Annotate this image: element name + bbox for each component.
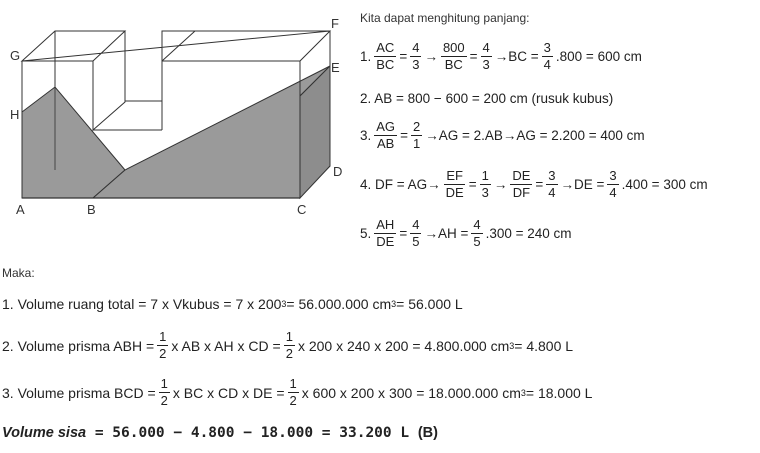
maka-label: Maka:: [2, 266, 35, 280]
prism-diagram: G H A B C D E F: [10, 16, 342, 217]
label-b: B: [87, 202, 96, 217]
label-d: D: [333, 164, 342, 179]
label-f: F: [331, 16, 339, 31]
intro-text: Kita dapat menghitung panjang:: [360, 11, 530, 25]
label-h: H: [10, 107, 19, 122]
label-c: C: [297, 202, 306, 217]
final-answer: Volume sisa = 56.000 − 4.800 − 18.000 = …: [2, 425, 438, 441]
label-e: E: [331, 60, 340, 75]
label-a: A: [16, 202, 25, 217]
prism-abh: [21, 86, 126, 199]
label-g: G: [10, 48, 20, 63]
volume-line-1: 1. Volume ruang total = 7 x Vkubus = 7 x…: [2, 296, 463, 312]
step-2: 2. AB = 800 − 600 = 200 cm (rusuk kubus): [360, 91, 614, 106]
prism-bcd: [91, 65, 331, 199]
